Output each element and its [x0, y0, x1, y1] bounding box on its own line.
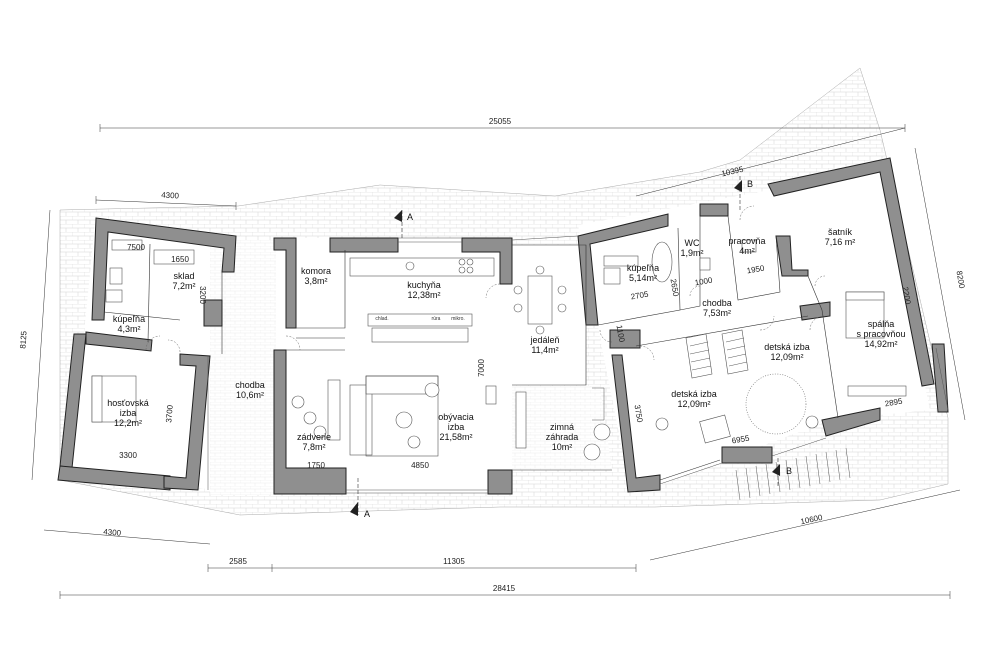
dim-1100: 1100 — [615, 324, 627, 343]
dim-right-height: 8200 — [954, 270, 966, 290]
dimension-lines — [31, 124, 966, 599]
dim-11305: 11305 — [443, 557, 465, 566]
section-mark-a-bottom: A — [364, 509, 370, 519]
windows — [207, 235, 949, 494]
dim-right-bottom: 10600 — [800, 513, 824, 527]
dim-3300: 3300 — [119, 451, 137, 460]
dim-6955: 6955 — [731, 433, 751, 445]
dim-2585: 2585 — [229, 557, 247, 566]
walls — [57, 157, 949, 495]
dim-3200: 3200 — [198, 286, 207, 304]
dim-7000: 7000 — [477, 359, 486, 377]
interior-floors — [70, 170, 930, 495]
dim-2200: 2200 — [900, 286, 912, 306]
dim-2895: 2895 — [884, 396, 904, 408]
dim-guest-top: 4300 — [161, 191, 180, 201]
dim-4850: 4850 — [411, 461, 429, 470]
section-mark-b-top: B — [747, 179, 753, 189]
section-mark-a-top: A — [407, 212, 413, 222]
dimension-texts: 25055 10395 4300 8125 8200 4300 10600 25… — [18, 117, 966, 593]
dim-total-bottom: 28415 — [493, 584, 516, 593]
partitions — [103, 215, 839, 481]
dim-3700: 3700 — [164, 404, 175, 423]
dim-total-top: 25055 — [489, 117, 512, 126]
dim-1750: 1750 — [307, 461, 325, 470]
label-microwave: mikro. — [451, 316, 465, 322]
kitchen-appliance-labels: chlad. rúra mikro. — [375, 316, 464, 322]
dim-2650: 2650 — [668, 278, 680, 298]
doors — [145, 205, 826, 361]
dim-1650: 1650 — [171, 255, 189, 264]
dim-left-height: 8125 — [18, 330, 28, 349]
dim-7500: 7500 — [127, 243, 145, 252]
dim-1950: 1950 — [746, 263, 766, 275]
dim-3750: 3750 — [632, 404, 644, 424]
dim-guest-bottom: 4300 — [103, 527, 122, 538]
dim-1000: 1000 — [694, 275, 714, 287]
furniture — [91, 239, 907, 501]
round-rug — [745, 373, 807, 435]
label-fridge: chlad. — [375, 316, 388, 322]
section-marks: A A B B — [350, 176, 792, 519]
dim-2705: 2705 — [630, 289, 650, 301]
section-mark-b-bottom: B — [786, 466, 792, 476]
label-oven: rúra — [432, 316, 441, 322]
